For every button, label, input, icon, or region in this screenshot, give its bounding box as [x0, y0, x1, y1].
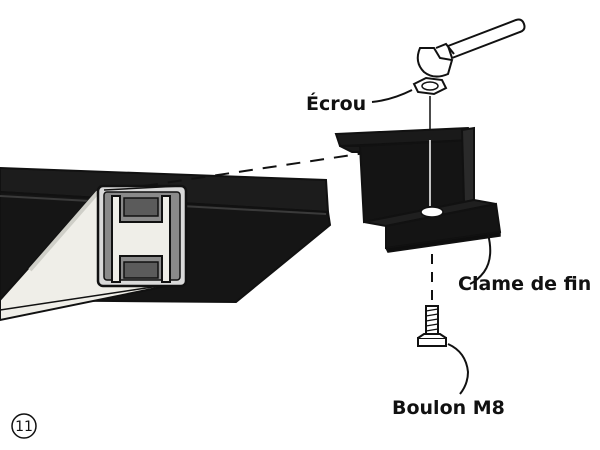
- end-clamp: [334, 126, 502, 253]
- bolt-icon: [417, 305, 447, 347]
- label-nut: Écrou: [306, 92, 366, 115]
- leader-clamp: [469, 233, 492, 285]
- guide-line-panel: [143, 151, 373, 187]
- step-number: 11: [15, 419, 33, 435]
- leader-bolt: [447, 343, 470, 395]
- label-end-clamp: Clame de fin: [458, 273, 591, 295]
- label-bolt: Boulon M8: [392, 397, 505, 419]
- step-badge: 11: [11, 413, 37, 439]
- rail-profile: [0, 184, 188, 322]
- wrench-icon: [416, 18, 526, 78]
- leader-nut: [371, 89, 413, 103]
- nut-icon: [412, 76, 448, 96]
